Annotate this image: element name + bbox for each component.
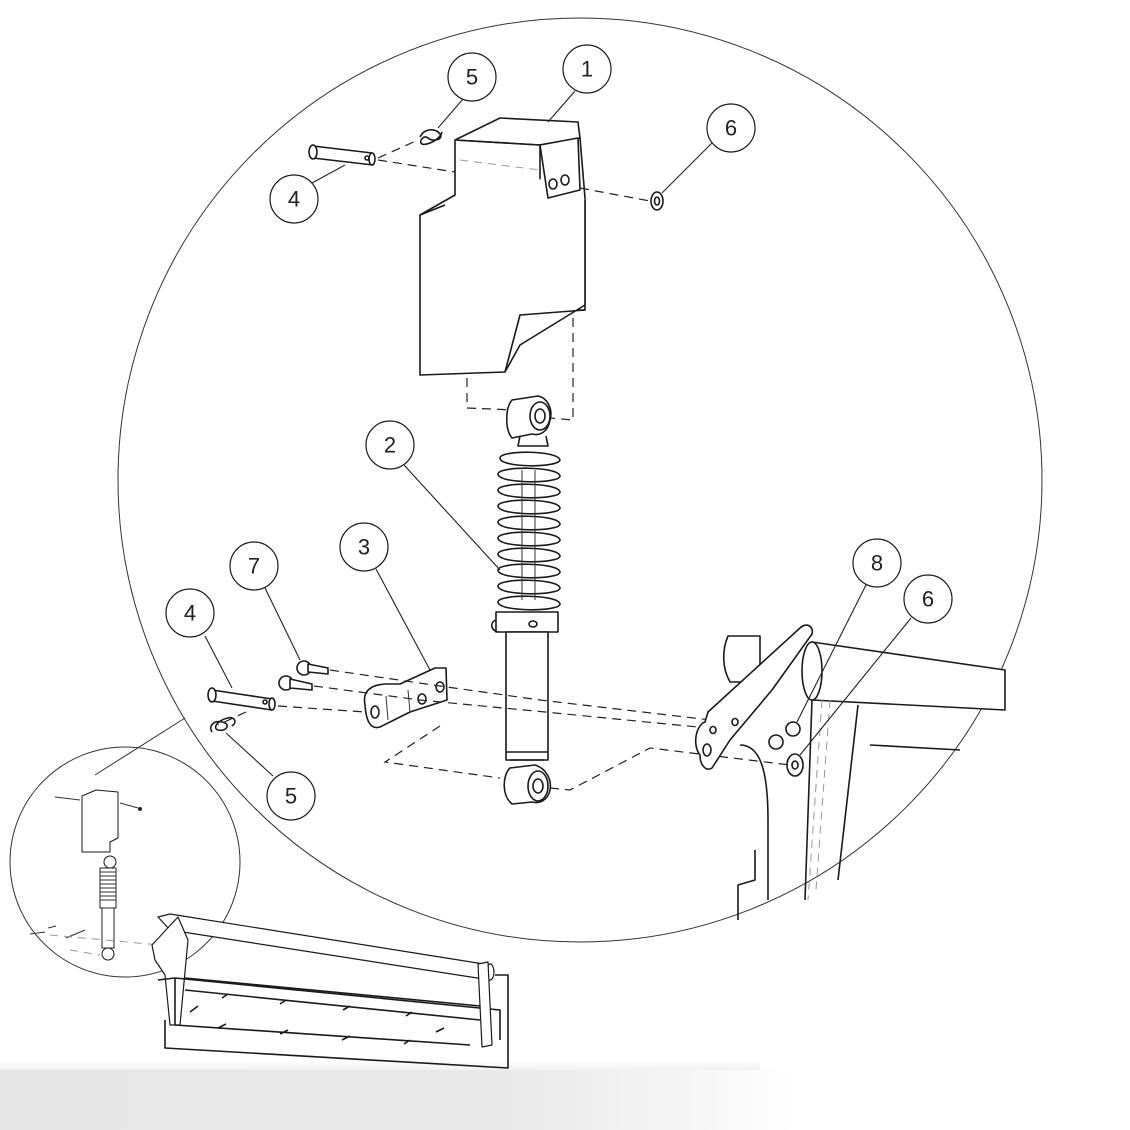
lower-clevis-pin xyxy=(207,687,276,711)
callout-number: 6 xyxy=(725,116,737,141)
shock-guard-cover xyxy=(419,117,586,376)
callout-3: 3 xyxy=(339,522,389,572)
detail-circle xyxy=(117,17,1043,943)
callout-4-lower: 4 xyxy=(165,588,215,638)
callout-5-lower: 5 xyxy=(266,771,316,821)
callout-7: 7 xyxy=(229,541,279,591)
upper-washer xyxy=(650,191,664,211)
callout-6-upper: 6 xyxy=(706,103,756,153)
frame-tube-and-mount xyxy=(694,624,1006,920)
callout-number: 3 xyxy=(358,535,370,560)
callout-number: 4 xyxy=(184,601,196,626)
callout-6-lower: 6 xyxy=(903,574,953,624)
detail-connector-line xyxy=(94,717,186,776)
callout-8: 8 xyxy=(852,538,902,588)
frame-washer xyxy=(786,753,804,777)
implement-overview xyxy=(151,913,509,1069)
callout-number: 7 xyxy=(248,554,260,579)
callout-5-upper: 5 xyxy=(447,52,497,102)
upper-hair-pin-clip xyxy=(419,129,443,146)
flange-bolts xyxy=(278,660,329,691)
callout-number: 8 xyxy=(871,551,883,576)
callout-number: 5 xyxy=(466,65,478,90)
upper-clevis-pin xyxy=(308,144,376,166)
callout-2: 2 xyxy=(365,420,415,470)
callout-number: 4 xyxy=(288,187,300,212)
callout-4-upper: 4 xyxy=(269,174,319,224)
bottom-fade xyxy=(0,1070,1130,1130)
callout-number: 2 xyxy=(384,433,396,458)
coil-over-shock-absorber xyxy=(490,395,561,805)
callout-1: 1 xyxy=(562,44,612,94)
callout-number: 5 xyxy=(285,784,297,809)
coil-spring xyxy=(497,451,561,622)
frame-nuts xyxy=(768,721,801,750)
lower-hair-pin-clip xyxy=(209,716,236,733)
callout-leaders xyxy=(204,90,912,777)
callout-number: 1 xyxy=(581,57,593,82)
overview-inset xyxy=(9,746,241,978)
callout-number: 6 xyxy=(922,587,934,612)
